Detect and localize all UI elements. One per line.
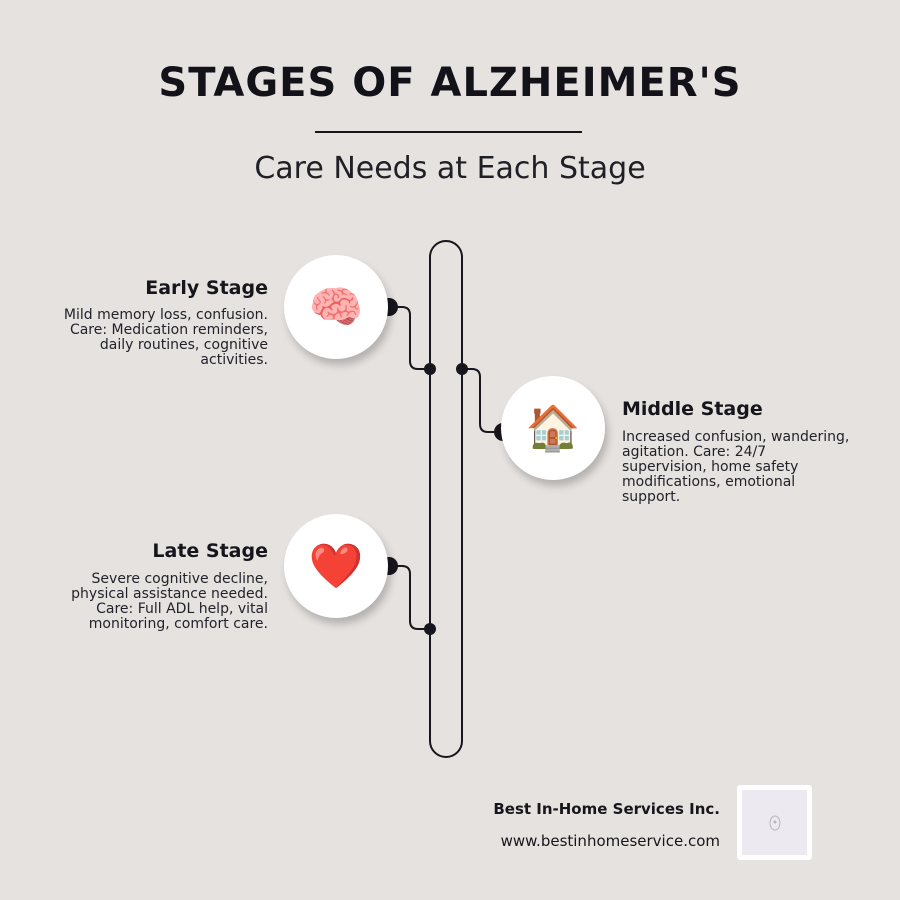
house-icon: 🏠 <box>525 403 581 454</box>
late-stage-track-dot <box>424 623 436 635</box>
title-divider <box>315 131 582 133</box>
late-stage-connector <box>389 565 430 630</box>
middle-stage-description: Increased confusion, wandering, agitatio… <box>622 429 850 505</box>
brain-icon: 🧠 <box>308 282 364 333</box>
middle-stage-title: Middle Stage <box>622 398 763 420</box>
middle-stage-connector <box>462 368 503 433</box>
early-stage-connector <box>389 306 430 370</box>
page-title: STAGES OF ALZHEIMER'S <box>158 60 742 106</box>
company-website[interactable]: www.bestinhomeservice.com <box>500 832 720 850</box>
early-stage-description: Mild memory loss, confusion. Care: Medic… <box>63 307 268 368</box>
late-stage-title: Late Stage <box>152 540 268 562</box>
late-stage-description: Severe cognitive decline, physical assis… <box>71 571 268 632</box>
page-subtitle: Care Needs at Each Stage <box>254 151 646 186</box>
early-stage-title: Early Stage <box>145 277 268 299</box>
company-logo <box>737 785 812 860</box>
company-name: Best In-Home Services Inc. <box>493 800 720 818</box>
heart-icon: ❤️ <box>308 541 364 592</box>
middle-stage-track-dot <box>456 363 468 375</box>
early-stage-track-dot <box>424 363 436 375</box>
early-stage-icon-circle: 🧠 <box>284 255 388 359</box>
logo-mark-icon <box>769 815 780 830</box>
middle-stage-icon-circle: 🏠 <box>501 376 605 480</box>
logo-placeholder <box>742 790 807 855</box>
late-stage-icon-circle: ❤️ <box>284 514 388 618</box>
timeline-track <box>429 240 463 758</box>
